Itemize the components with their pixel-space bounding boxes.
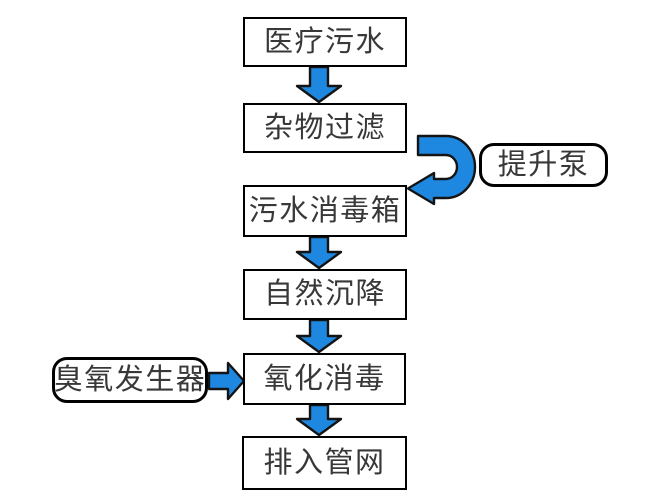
flow-node-debris-filtration-label: 杂物过滤: [263, 111, 386, 144]
flow-node-natural-sedimentation: 自然沉降: [243, 269, 407, 320]
side-node-ozone-generator-label: 臭氧发生器: [53, 363, 207, 396]
side-node-lift-pump-label: 提升泵: [497, 148, 590, 181]
flow-node-medical-wastewater: 医疗污水: [243, 17, 407, 67]
flow-node-sewage-disinfection-tank: 污水消毒箱: [243, 185, 407, 237]
flow-node-sewage-disinfection-tank-label: 污水消毒箱: [248, 194, 402, 227]
flow-node-oxidation-disinfection: 氧化消毒: [243, 353, 406, 405]
flow-node-debris-filtration: 杂物过滤: [243, 103, 407, 153]
flow-node-oxidation-disinfection-label: 氧化消毒: [263, 362, 386, 395]
side-node-ozone-generator: 臭氧发生器: [52, 357, 208, 403]
flow-node-medical-wastewater-label: 医疗污水: [263, 25, 386, 58]
arrow-down-medical-to-filter: [295, 65, 343, 104]
flow-node-discharge-to-pipe-network: 排入管网: [242, 436, 407, 490]
side-node-lift-pump: 提升泵: [479, 143, 608, 187]
arrow-down-tank-to-sedimentation: [295, 235, 343, 270]
arrow-down-sedimentation-to-oxidation: [295, 318, 343, 354]
arrow-uturn-filter-to-tank: [406, 134, 477, 206]
arrow-down-oxidation-to-discharge: [295, 403, 343, 437]
flow-node-discharge-to-pipe-network-label: 排入管网: [263, 446, 386, 479]
arrow-right-ozone-to-oxidation: [207, 361, 246, 401]
flow-node-natural-sedimentation-label: 自然沉降: [263, 278, 386, 310]
